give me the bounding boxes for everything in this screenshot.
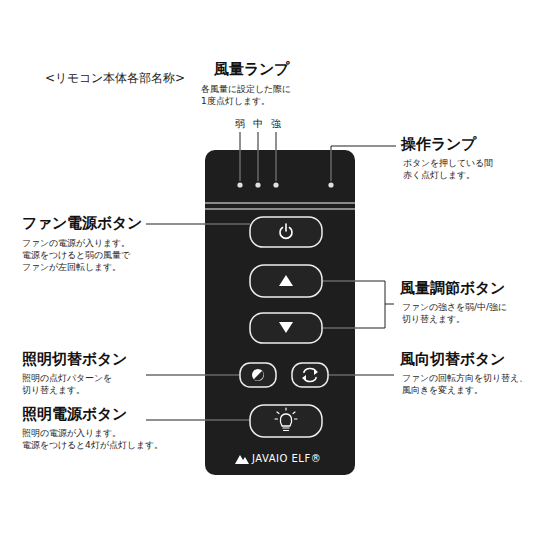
bulb-icon bbox=[275, 408, 297, 431]
lamp-label: 弱 bbox=[235, 118, 247, 130]
remote-housing bbox=[205, 150, 355, 475]
part-name: 風向切替ボタン bbox=[400, 350, 507, 368]
direction-button bbox=[292, 363, 328, 387]
leader-line bbox=[331, 146, 396, 150]
power-icon bbox=[285, 224, 287, 231]
diagram-title: <リモコン本体各部名称> bbox=[45, 70, 188, 87]
brand-logo: JAVAIO ELF® bbox=[252, 453, 321, 464]
leader-line bbox=[146, 375, 205, 376]
direction-icon bbox=[302, 375, 306, 381]
remote-illustration bbox=[205, 150, 355, 475]
separator bbox=[205, 208, 355, 210]
leader-line bbox=[276, 150, 277, 181]
lamp-label: 中 bbox=[253, 118, 265, 130]
leader-line bbox=[355, 375, 394, 376]
leader-line bbox=[146, 420, 205, 421]
mode-icon bbox=[254, 371, 264, 381]
leader-line bbox=[205, 224, 250, 225]
light-power-button bbox=[250, 405, 322, 437]
indicator-lamp bbox=[273, 182, 278, 187]
leader-line bbox=[258, 132, 259, 150]
part-note: 照明の点灯パターンを 切り替えます。 bbox=[22, 372, 114, 396]
leader-line bbox=[205, 420, 250, 421]
leader-line bbox=[205, 375, 240, 376]
lamp-label: 強 bbox=[271, 118, 283, 130]
fan-power-button bbox=[250, 217, 322, 247]
part-note: ファンの電源が入ります。 電源をつけると弱の風量で ファンが左回転します。 bbox=[22, 237, 132, 273]
direction-icon bbox=[314, 369, 318, 375]
up-arrow bbox=[279, 275, 293, 286]
indicator-lamp bbox=[328, 182, 333, 187]
speed-up-button bbox=[250, 265, 322, 297]
logo-mark bbox=[235, 455, 249, 464]
part-name: 照明電源ボタン bbox=[22, 405, 129, 423]
part-name: 風量調節ボタン bbox=[400, 279, 507, 297]
remote-body: JAVAIO ELF® bbox=[205, 150, 355, 475]
leader-line bbox=[240, 150, 241, 181]
part-note: ファンの強さを弱/中/強に 切り替えます。 bbox=[402, 301, 510, 325]
bulb-icon bbox=[280, 414, 291, 426]
indicator-lamp bbox=[255, 182, 260, 187]
speed-down-button bbox=[250, 313, 322, 343]
indicator-lamp bbox=[237, 182, 242, 187]
leader-line bbox=[240, 132, 241, 150]
mode-icon bbox=[252, 369, 264, 381]
part-name: 照明切替ボタン bbox=[22, 350, 129, 368]
part-note: ボタンを押している間 赤く点灯します。 bbox=[403, 157, 495, 181]
leader-line bbox=[322, 281, 355, 282]
leader-line bbox=[276, 132, 277, 150]
part-note: 照明の電源が入ります。 電源をつけると4灯が点灯します。 bbox=[22, 427, 165, 451]
leader-line bbox=[385, 304, 394, 305]
leader-line bbox=[146, 224, 205, 225]
part-name: 操作ランプ bbox=[401, 135, 478, 153]
leader-line bbox=[322, 328, 355, 329]
down-arrow bbox=[279, 322, 293, 333]
part-name: ファン電源ボタン bbox=[22, 214, 144, 232]
part-note: 各風量に設定した際に 1度点灯します。 bbox=[201, 83, 293, 107]
separator bbox=[205, 202, 355, 204]
leader-line bbox=[258, 150, 259, 181]
light-mode-button bbox=[240, 363, 276, 387]
part-note: ファンの回転方向を切り替え、 風向きを変えます。 bbox=[402, 372, 530, 396]
bracket bbox=[355, 281, 385, 328]
part-name: 風量ランプ bbox=[214, 60, 291, 78]
leader-line bbox=[328, 375, 355, 376]
leader-line bbox=[331, 150, 332, 181]
